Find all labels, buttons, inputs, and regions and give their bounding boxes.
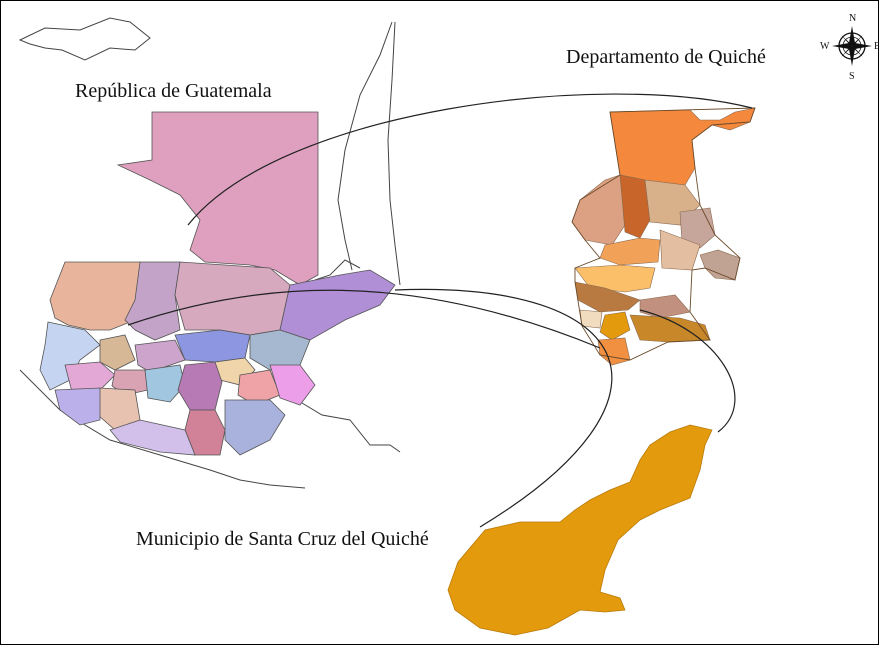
- quiche-santa-cruz-municipio: [599, 311, 631, 341]
- connector-arcs: [127, 93, 753, 528]
- region-retalhuleu: [54, 387, 101, 426]
- quiche-south-tip: [597, 337, 631, 366]
- region-chimaltenango: [134, 339, 186, 373]
- region-jutiapa: [224, 399, 286, 456]
- region-totonicapan: [99, 334, 136, 371]
- country-label: República de Guatemala: [75, 80, 272, 102]
- guatemala-map: [39, 111, 396, 456]
- quiche-south-mauve: [639, 294, 691, 319]
- region-quetzaltenango: [64, 361, 116, 393]
- arc-department-to-country: [127, 289, 601, 349]
- quiche-north-municipio: [609, 107, 756, 186]
- region-zacapa: [269, 364, 316, 406]
- compass-s-label: S: [849, 71, 855, 82]
- region-solola: [111, 369, 149, 396]
- belize-border-line: [387, 21, 401, 286]
- quiche-west-municipio: [571, 174, 626, 246]
- compass-rose-icon: N S W E: [820, 13, 879, 82]
- mexico-border-line: [337, 21, 393, 271]
- quiche-outline: [571, 107, 756, 361]
- compass-w-label: W: [820, 41, 830, 52]
- quiche-southeast-grey: [699, 249, 741, 281]
- quiche-department-map: [571, 107, 756, 366]
- honduras-border-line: [296, 399, 401, 453]
- caribbean-coastline: [314, 259, 361, 281]
- region-peten: [116, 111, 319, 286]
- arc-santa-cruz-right: [639, 309, 736, 433]
- region-suchitepequez: [177, 361, 223, 411]
- municipality-label: Municipio de Santa Cruz del Quiché: [136, 528, 429, 550]
- compass-n-label: N: [849, 13, 856, 24]
- department-label: Departamento de Quiché: [566, 46, 766, 68]
- region-sacatepequez: [144, 364, 186, 403]
- mexico-coast-outline: [18, 17, 151, 61]
- quiche-central-dark: [619, 174, 651, 239]
- compass-e-label: E: [874, 41, 879, 52]
- santa-cruz-municipio-shape: [447, 424, 713, 636]
- arc-country-to-department: [187, 93, 753, 226]
- region-baja-verapaz: [174, 329, 251, 363]
- region-pacific-south: [109, 419, 196, 456]
- arc-santa-cruz-left: [394, 288, 613, 528]
